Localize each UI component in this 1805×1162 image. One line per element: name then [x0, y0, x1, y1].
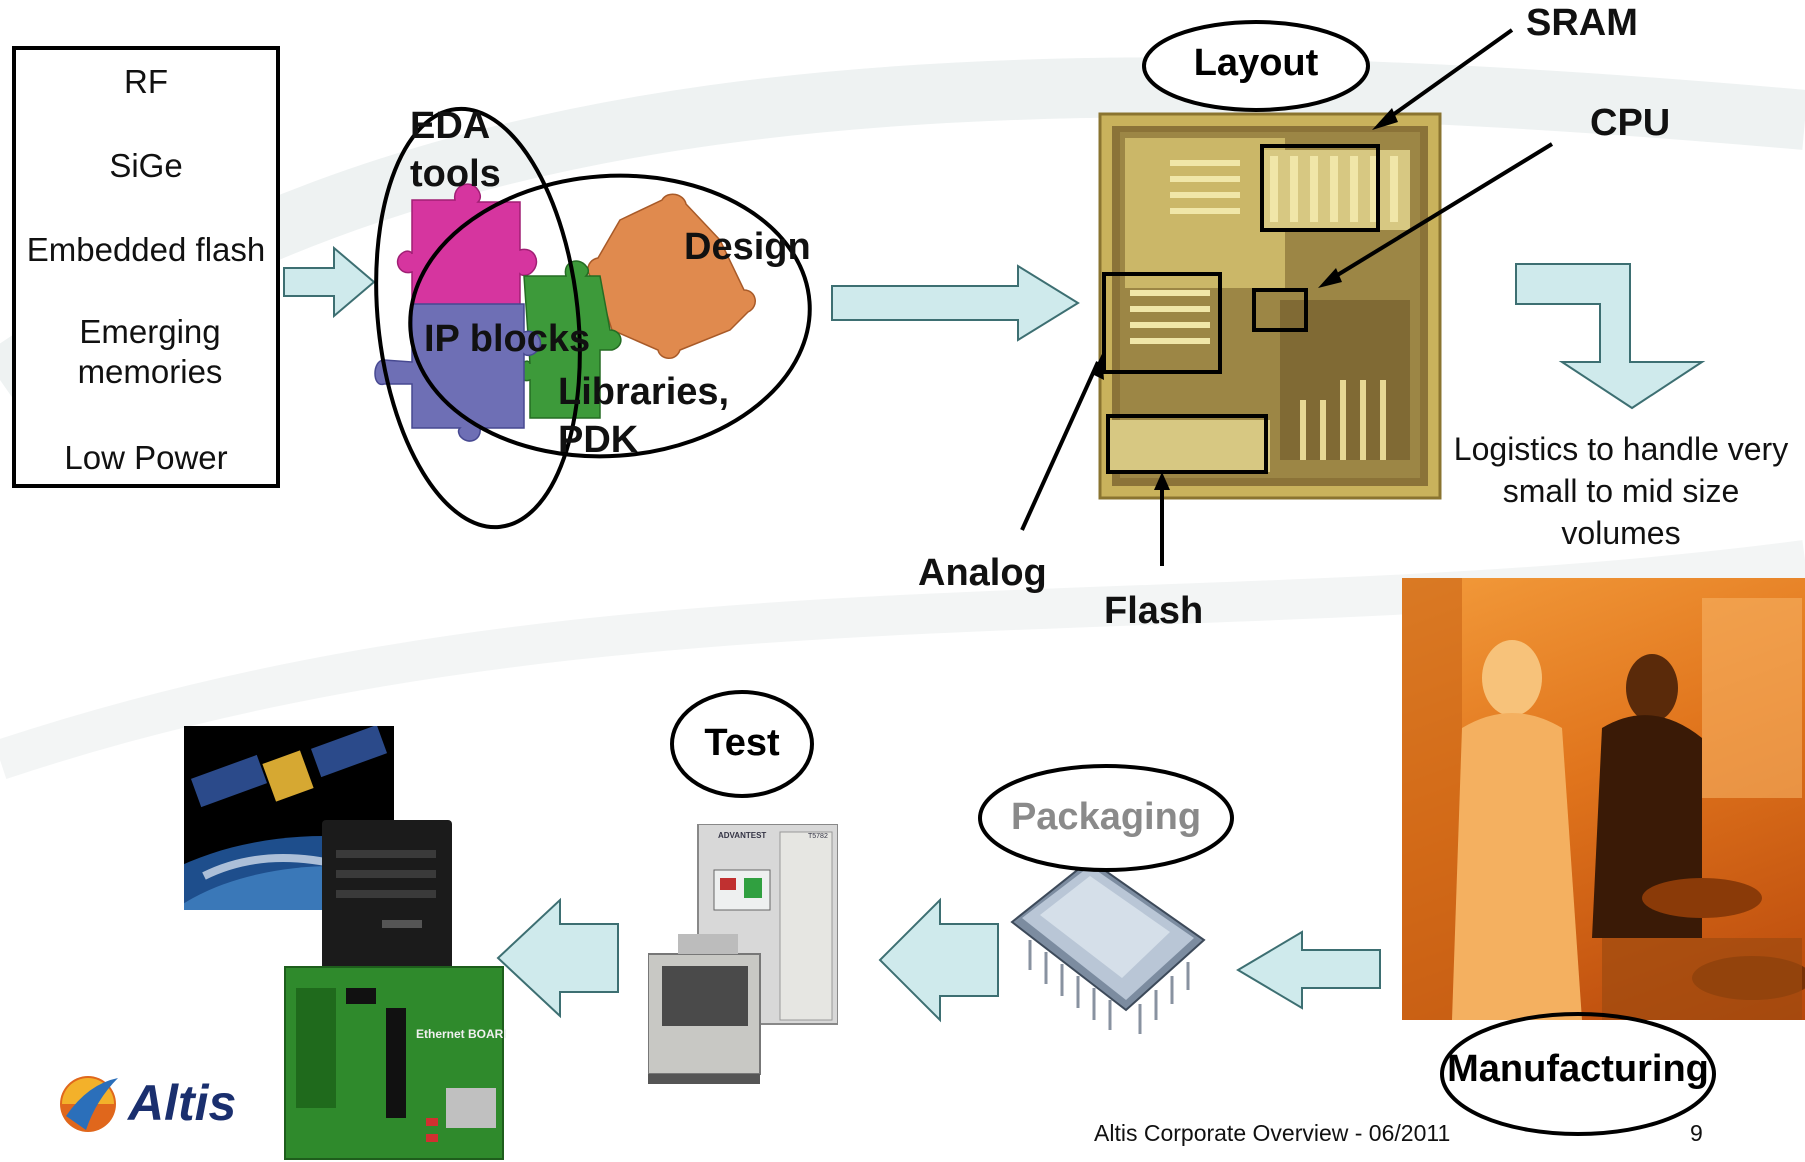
- arrow-design-to-layout: [831, 264, 1080, 342]
- analog-label: Analog: [918, 552, 1047, 594]
- ip-blocks-label: IP blocks: [424, 318, 591, 360]
- footer-text: Altis Corporate Overview - 06/2011: [1094, 1120, 1451, 1146]
- manufacturing-fab-photo: [1402, 578, 1805, 1020]
- tester-model-text: T5782: [808, 833, 828, 840]
- altis-logo-icon: [60, 1076, 118, 1132]
- arrow-test-to-applications: [496, 897, 619, 1019]
- puzzle-ip-piece: [374, 303, 542, 442]
- arrow-layout-to-logistics: [1515, 263, 1706, 410]
- tester-machine-image: ADVANTEST T5782: [648, 824, 838, 1084]
- altis-logo-text: Altis: [128, 1075, 237, 1131]
- test-label: Test: [704, 722, 780, 764]
- eda-ip-oval: [374, 106, 582, 530]
- tech-low-power: Low Power: [64, 439, 228, 476]
- sram-label: SRAM: [1526, 2, 1638, 44]
- page-number: 9: [1690, 1120, 1703, 1146]
- design-label: Design: [684, 226, 811, 268]
- ethernet-board-image: Ethernet BOARD: [284, 966, 506, 1160]
- tech-embedded-flash: Embedded flash: [26, 231, 266, 268]
- tech-rf: RF: [124, 63, 168, 100]
- logistics-text: Logistics to handle very small to mid si…: [1453, 431, 1789, 551]
- technology-list-box: RF SiGe Embedded flash Emerging memories…: [12, 46, 280, 488]
- manufacturing-label: Manufacturing: [1447, 1048, 1709, 1090]
- puzzle-design-piece: [587, 193, 756, 359]
- libraries-pdk-label: Libraries, PDK: [558, 371, 730, 461]
- packaged-chip-image: [1010, 858, 1206, 1034]
- cpu-label: CPU: [1590, 102, 1671, 144]
- cpu-pointer: [1324, 142, 1554, 284]
- sram-pointer: [1378, 28, 1514, 126]
- analog-box: [1102, 272, 1222, 374]
- packaging-oval: [978, 764, 1234, 872]
- analog-pointer: [1020, 361, 1100, 531]
- altis-logo: Altis: [52, 1064, 282, 1144]
- flash-label: Flash: [1104, 590, 1204, 632]
- flash-box: [1106, 414, 1268, 474]
- arrow-tech-to-design: [283, 245, 376, 319]
- tech-sige: SiGe: [109, 147, 183, 184]
- layout-oval: [1142, 20, 1370, 112]
- layout-label: Layout: [1193, 42, 1319, 84]
- test-oval: [670, 690, 814, 798]
- tester-brand-text: ADVANTEST: [718, 831, 766, 840]
- puzzle-eda-piece: [396, 183, 538, 313]
- eda-tools-label: EDA tools: [410, 105, 501, 195]
- packaging-label: Packaging: [1010, 796, 1202, 838]
- chip-layout-image: [1098, 112, 1442, 500]
- design-oval: [408, 173, 812, 459]
- arrow-manufacturing-to-packaging: [1236, 930, 1381, 1010]
- sram-box: [1260, 144, 1380, 232]
- tech-emerging-memories: Emerging memories: [77, 313, 223, 390]
- cpu-box: [1252, 288, 1308, 332]
- board-label-text: Ethernet BOARD: [416, 1027, 506, 1041]
- arrow-packaging-to-test: [878, 897, 999, 1023]
